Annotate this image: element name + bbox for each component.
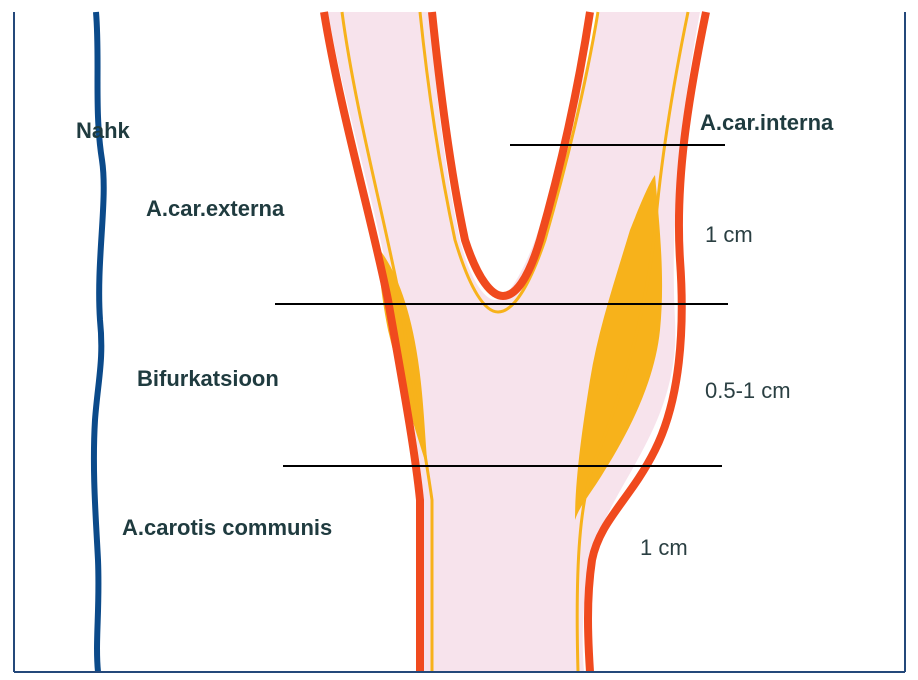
label-skin: Nahk — [76, 118, 130, 144]
label-internal-carotid: A.car.interna — [700, 110, 833, 136]
label-bifurcation: Bifurkatsioon — [137, 366, 279, 392]
measurement-lower: 1 cm — [640, 535, 688, 561]
skin-line — [94, 12, 104, 672]
label-common-carotid: A.carotis communis — [122, 515, 332, 541]
measurement-upper: 1 cm — [705, 222, 753, 248]
label-external-carotid: A.car.externa — [146, 196, 284, 222]
measurement-middle: 0.5-1 cm — [705, 378, 791, 404]
